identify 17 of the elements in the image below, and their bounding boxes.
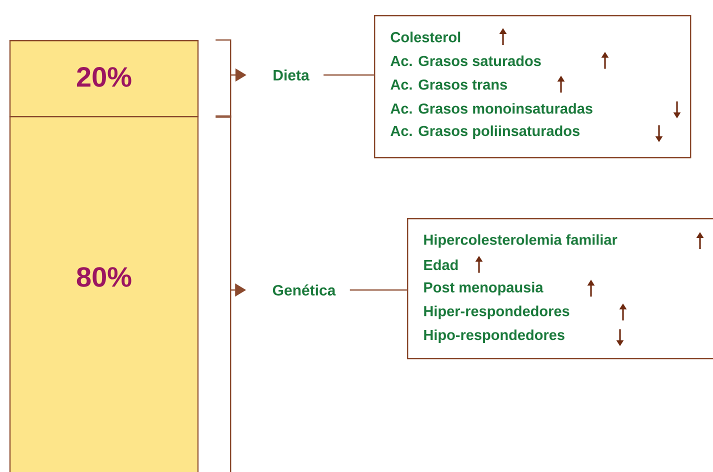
connector-line [324, 74, 374, 76]
list-item: Ac. Grasos saturados [390, 55, 541, 66]
connector-line [350, 289, 407, 291]
list-item: Ac. Grasos trans [390, 79, 507, 90]
factor-list-box [374, 15, 692, 158]
list-item: Edad [424, 259, 458, 270]
factor-label: Dieta [274, 70, 310, 80]
list-item: Hipercolesterolemia familiar [424, 234, 618, 248]
list-item: Ac. Grasos monoinsaturadas [390, 103, 592, 114]
list-item: Hipo-respondedores [424, 329, 564, 343]
list-item: Post menopausia [424, 282, 544, 296]
list-item: Colesterol [390, 32, 460, 42]
list-item: Ac. Grasos poliinsaturados [390, 125, 580, 139]
factor-list-box [407, 218, 713, 360]
percent-bar: 20% [9, 40, 199, 118]
list-item: Hiper-respondedores [424, 306, 570, 320]
factor-label: Genética [272, 284, 336, 296]
